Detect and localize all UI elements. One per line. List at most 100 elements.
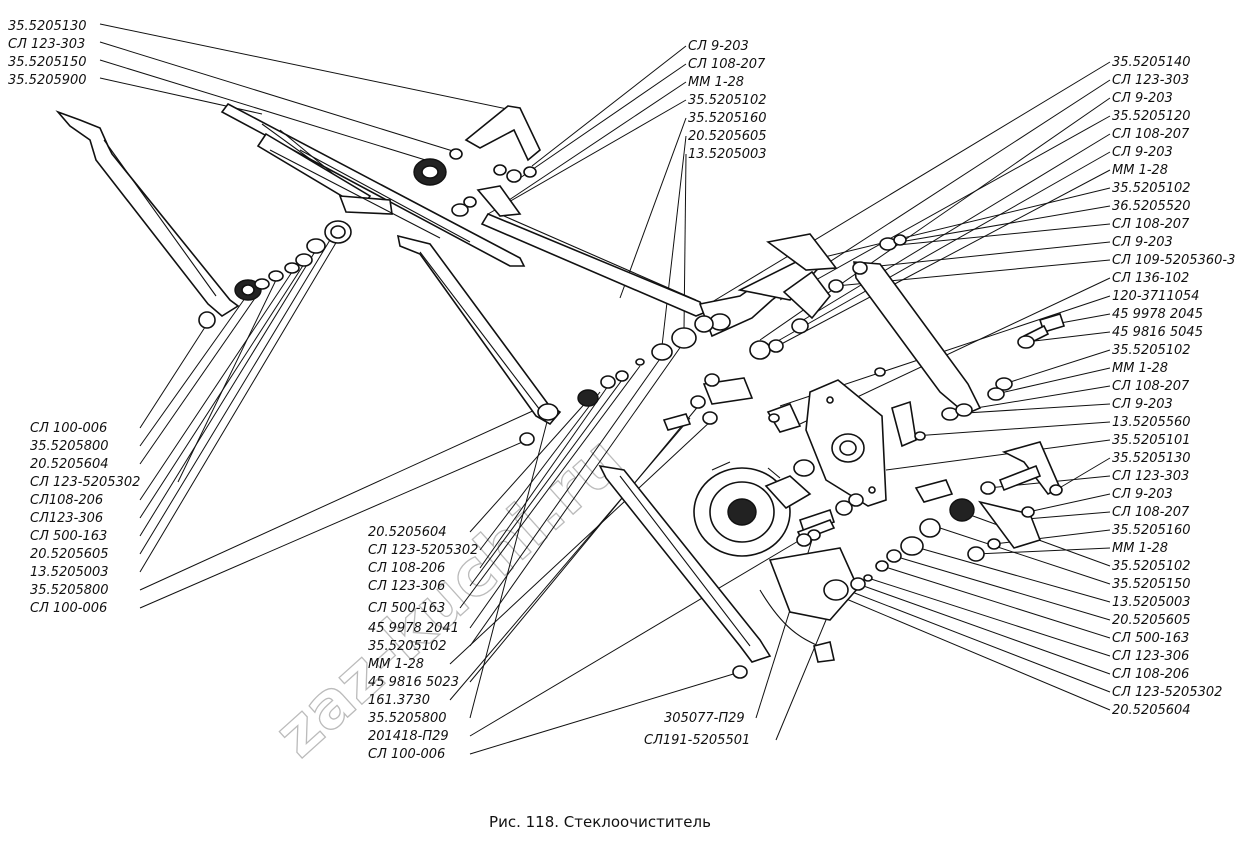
label-center: СЛ 100-006	[368, 747, 445, 762]
label-right: 35.5205120	[1112, 109, 1191, 124]
leader-line	[1027, 493, 1111, 513]
leader-line	[619, 117, 687, 299]
label-bottom: СЛ191-5205501	[644, 733, 750, 748]
label-right: 45 9816 5045	[1112, 325, 1203, 340]
top-labels: СЛ 9-203 СЛ 108-207 ММ 1-28 35.5205102 3…	[688, 39, 767, 162]
label-right: СЛ 136-102	[1112, 271, 1189, 286]
watermark: zaz-kuchi.ru	[261, 423, 637, 772]
label-right: СЛ 123-303	[1112, 73, 1189, 88]
label-right: СЛ 108-207	[1112, 379, 1190, 394]
leader-line	[661, 135, 687, 347]
leader-line	[1025, 331, 1111, 343]
center-left-stack	[577, 315, 714, 407]
label-right: СЛ 123-306	[1112, 649, 1189, 664]
figure-caption: Рис. 118. Стеклоочиститель	[489, 813, 711, 831]
label-top: СЛ 108-207	[688, 57, 766, 72]
leader-line	[139, 239, 331, 555]
label-center: 45 9978 2041	[368, 621, 459, 636]
leader-line	[459, 365, 641, 609]
label-left: СЛ 500-163	[30, 529, 107, 544]
label-right: 13.5205003	[1112, 595, 1191, 610]
leader-line	[899, 205, 1111, 243]
label-left: СЛ123-306	[30, 511, 103, 526]
label-center: СЛ 123-306	[368, 579, 445, 594]
label-top: ММ 1-28	[688, 75, 744, 90]
right-link-bar	[828, 234, 982, 421]
right-labels: 35.5205140 СЛ 123-303 СЛ 9-203 35.520512…	[1112, 55, 1235, 718]
label-right: СЛ 500-163	[1112, 631, 1189, 646]
leader-line	[995, 367, 1111, 395]
leader-line	[479, 391, 601, 551]
label-right: 35.5205130	[1112, 451, 1191, 466]
label-center: СЛ 123-5205302	[368, 543, 478, 558]
leader-line	[469, 417, 549, 719]
leader-line	[843, 597, 1111, 711]
leader-line	[139, 263, 305, 519]
center-labels: 20.5205604 СЛ 123-5205302 СЛ 108-206 СЛ …	[368, 525, 478, 762]
leader-line	[859, 241, 1111, 269]
label-center: СЛ 500-163	[368, 601, 445, 616]
leader-line	[911, 545, 1111, 603]
label-top: СЛ 9-203	[688, 39, 749, 54]
leader-lines	[99, 23, 1111, 755]
leader-line	[139, 287, 263, 465]
label-right: 20.5205605	[1112, 613, 1191, 628]
leader-line	[469, 403, 701, 683]
label-right: 35.5205150	[1112, 577, 1191, 592]
label-left: СЛ 123-303	[8, 37, 85, 52]
right-pivot-stack	[850, 441, 1063, 591]
wiper-motor	[693, 461, 864, 663]
leader-line	[885, 439, 1111, 471]
leader-line	[799, 133, 1111, 323]
leader-line	[469, 539, 801, 737]
leader-line	[139, 249, 317, 537]
label-right: СЛ 9-203	[1112, 91, 1173, 106]
leader-line	[139, 271, 293, 501]
leader-line	[1055, 457, 1111, 491]
label-right: 35.5205140	[1112, 55, 1191, 70]
label-center: ММ 1-28	[368, 657, 424, 672]
label-right: 35.5205102	[1112, 343, 1191, 358]
leader-line	[939, 527, 1111, 585]
leader-line	[139, 439, 528, 609]
leader-line	[449, 417, 691, 701]
label-right: СЛ 108-207	[1112, 505, 1190, 520]
label-left: 35.5205130	[8, 19, 87, 34]
label-right: СЛ 108-207	[1112, 217, 1190, 232]
wiper-parts	[55, 102, 1066, 679]
right-bolts	[987, 313, 1066, 401]
label-right: ММ 1-28	[1112, 541, 1168, 556]
label-left: 20.5205605	[30, 547, 109, 562]
leader-line	[913, 421, 1111, 437]
label-right: СЛ 9-203	[1112, 397, 1173, 412]
left-pivot-stack	[254, 220, 352, 290]
center-crank	[698, 233, 838, 360]
leader-line	[99, 41, 457, 153]
label-right: СЛ 108-206	[1112, 667, 1189, 682]
label-right: СЛ 123-303	[1112, 469, 1189, 484]
leader-line	[99, 23, 513, 111]
label-right: 13.5205560	[1112, 415, 1191, 430]
label-left: 35.5205800	[30, 583, 109, 598]
label-center: 161.3730	[368, 693, 430, 708]
label-top: 13.5205003	[688, 147, 767, 162]
leader-line	[469, 671, 741, 755]
label-center: 201418-П29	[368, 729, 449, 744]
leader-line	[867, 577, 1111, 657]
leader-line	[139, 235, 341, 573]
small-crank	[662, 373, 754, 431]
leader-line	[479, 385, 609, 569]
label-right: 36.5205520	[1112, 199, 1191, 214]
leader-line	[449, 419, 713, 665]
label-right: СЛ 9-203	[1112, 145, 1173, 160]
leader-line	[975, 547, 1111, 555]
motor-plate	[766, 379, 917, 507]
leader-line	[499, 81, 687, 207]
label-left: 35.5205900	[8, 73, 87, 88]
link-rod	[480, 212, 708, 317]
label-left: СЛ 100-006	[30, 421, 107, 436]
leader-line	[469, 355, 663, 629]
label-center: 45 9816 5023	[368, 675, 459, 690]
label-right: 45 9978 2045	[1112, 307, 1203, 322]
